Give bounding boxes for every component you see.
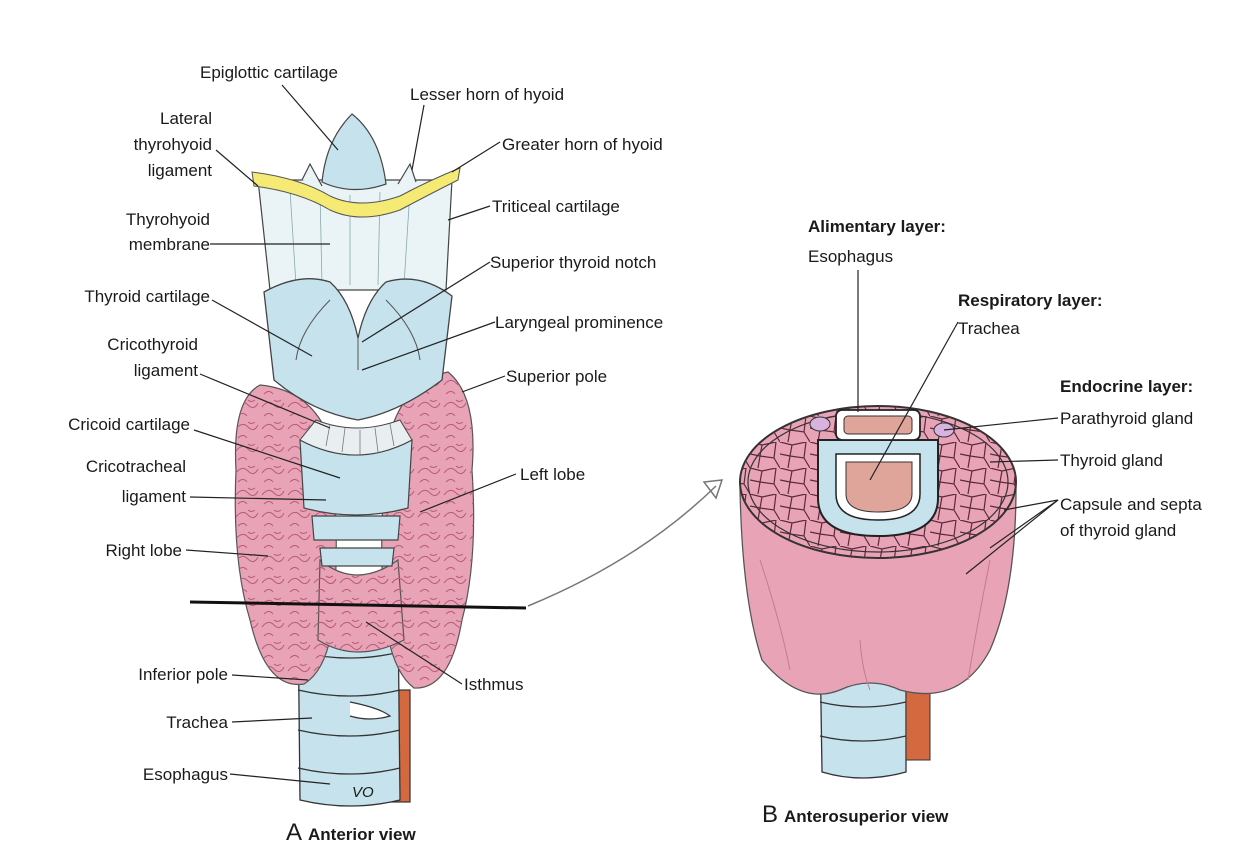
parathyroid-left-shape: [810, 417, 830, 431]
label-cricotracheal-line1: Cricotracheal: [86, 457, 186, 476]
anterior-view-figure: VO: [190, 114, 526, 806]
label-esophagus-b: Esophagus: [808, 247, 893, 266]
label-trachea-b: Trachea: [958, 319, 1020, 338]
label-lateral-line2: thyrohyoid: [134, 135, 212, 154]
label-right-lobe: Right lobe: [105, 541, 182, 560]
label-laryngeal-prominence: Laryngeal prominence: [495, 313, 663, 332]
label-superior-notch: Superior thyroid notch: [490, 253, 656, 272]
epiglottis-shape: [322, 114, 386, 190]
label-trachea-a: Trachea: [166, 713, 228, 732]
label-cricothyroid-line1: Cricothyroid: [107, 335, 198, 354]
label-respiratory-layer: Respiratory layer:: [958, 291, 1103, 310]
trachea-lumen: [846, 462, 912, 512]
label-superior-pole: Superior pole: [506, 367, 607, 386]
label-lesser-horn: Lesser horn of hyoid: [410, 85, 564, 104]
label-capsule-line2: of thyroid gland: [1060, 521, 1176, 540]
label-thyrohyoid-line1: Thyrohyoid: [126, 210, 210, 229]
view-arrow: [528, 486, 716, 606]
label-cricoid-cartilage: Cricoid cartilage: [68, 415, 190, 434]
label-thyroid-cartilage: Thyroid cartilage: [84, 287, 210, 306]
label-cricothyroid-line2: ligament: [134, 361, 199, 380]
panel-b-caption: Anterosuperior view: [784, 807, 949, 826]
label-triticeal: Triticeal cartilage: [492, 197, 620, 216]
label-left-lobe: Left lobe: [520, 465, 585, 484]
label-esophagus-a: Esophagus: [143, 765, 228, 784]
label-alimentary-layer: Alimentary layer:: [808, 217, 946, 236]
label-cricotracheal-line2: ligament: [122, 487, 187, 506]
label-capsule-line1: Capsule and septa: [1060, 495, 1202, 514]
label-epiglottic-cartilage: Epiglottic cartilage: [200, 63, 338, 82]
label-thyroid-gland: Thyroid gland: [1060, 451, 1163, 470]
label-parathyroid-gland: Parathyroid gland: [1060, 409, 1193, 428]
label-thyrohyoid-line2: membrane: [129, 235, 210, 254]
panel-b-letter: B: [762, 801, 778, 828]
panel-a-letter: A: [286, 819, 302, 846]
label-endocrine-layer: Endocrine layer:: [1060, 377, 1193, 396]
label-greater-horn: Greater horn of hyoid: [502, 135, 663, 154]
label-inferior-pole: Inferior pole: [138, 665, 228, 684]
label-lateral-line3: ligament: [148, 161, 213, 180]
anterosuperior-view-figure: [740, 406, 1016, 778]
panel-a-caption: Anterior view: [308, 825, 416, 844]
label-lateral-line1: Lateral: [160, 109, 212, 128]
artist-initials: VO: [352, 784, 374, 801]
label-isthmus: Isthmus: [464, 675, 524, 694]
